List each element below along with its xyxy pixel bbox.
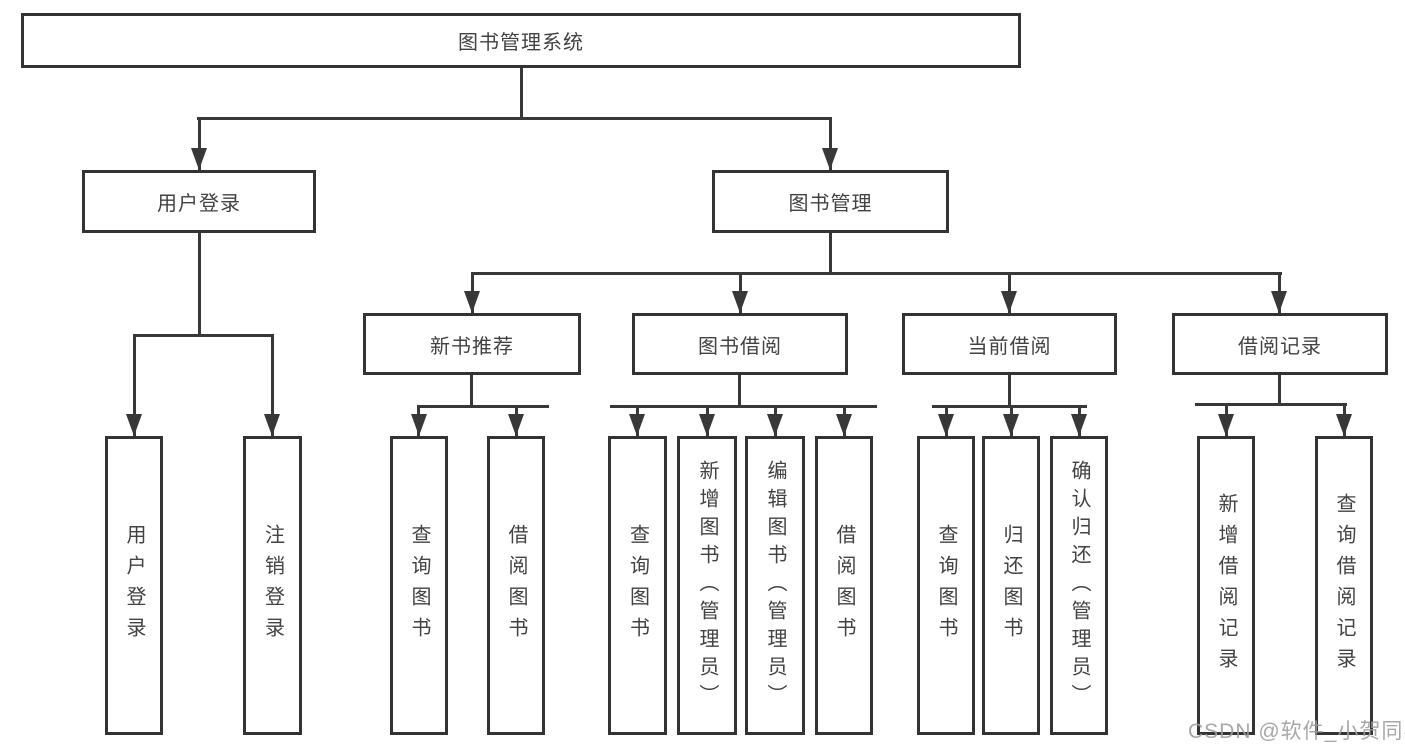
leaf-return-books: 归还图书: [982, 436, 1040, 735]
node-borrow-records: 借阅记录: [1172, 313, 1388, 375]
leaf-confirm-return-admin: 确认归还（管理员）: [1050, 436, 1108, 735]
node-current-borrow: 当前借阅: [902, 313, 1117, 375]
connector-line: [198, 117, 201, 170]
leaf-query-books-borrow: 查询图书: [608, 436, 667, 735]
leaf-user-login: 用户登录: [105, 436, 163, 735]
connector-line: [470, 375, 473, 408]
leaf-add-books-admin: 新增图书（管理员）: [677, 436, 737, 735]
connector-line: [829, 117, 832, 170]
connector-line: [471, 272, 1282, 275]
arrowhead-down-icon: [629, 414, 645, 436]
arrowhead-down-icon: [1271, 291, 1287, 313]
leaf-query-borrow-record: 查询借阅记录: [1315, 436, 1373, 735]
arrowhead-down-icon: [1218, 414, 1234, 436]
arrowhead-down-icon: [126, 414, 142, 436]
connector-line: [417, 405, 549, 408]
node-book-borrow: 图书借阅: [632, 313, 848, 375]
leaf-query-books-current: 查询图书: [917, 436, 975, 735]
arrowhead-down-icon: [1071, 414, 1087, 436]
arrowhead-down-icon: [822, 148, 838, 170]
connector-line: [610, 405, 877, 408]
connector-line: [932, 405, 1087, 408]
connector-line: [738, 375, 741, 408]
node-library-system: 图书管理系统: [21, 13, 1021, 68]
leaf-add-borrow-record: 新增借阅记录: [1197, 436, 1255, 735]
connector-line: [197, 117, 832, 120]
connector-line: [1278, 375, 1281, 406]
leaf-query-books-recommend: 查询图书: [390, 436, 448, 735]
arrowhead-down-icon: [1003, 414, 1019, 436]
connector-line: [133, 334, 274, 337]
arrowhead-down-icon: [264, 414, 280, 436]
connector-line: [133, 334, 136, 436]
connector-line: [198, 233, 201, 337]
arrowhead-down-icon: [767, 414, 783, 436]
leaf-borrow-books: 借阅图书: [815, 436, 873, 735]
arrowhead-down-icon: [1001, 291, 1017, 313]
leaf-edit-books-admin: 编辑图书（管理员）: [745, 436, 805, 735]
arrowhead-down-icon: [411, 414, 427, 436]
leaf-borrow-books-recommend: 借阅图书: [487, 436, 545, 735]
leaf-logout: 注销登录: [243, 436, 302, 735]
arrowhead-down-icon: [464, 291, 480, 313]
node-new-book-recommend: 新书推荐: [363, 313, 581, 375]
arrowhead-down-icon: [699, 414, 715, 436]
arrowhead-down-icon: [732, 291, 748, 313]
arrowhead-down-icon: [191, 148, 207, 170]
arrowhead-down-icon: [938, 414, 954, 436]
arrowhead-down-icon: [508, 414, 524, 436]
csdn-watermark: CSDN @软件_小贺同学: [1188, 720, 1405, 743]
connector-line: [520, 68, 523, 119]
connector-line: [829, 233, 832, 275]
node-book-management: 图书管理: [712, 170, 949, 233]
arrowhead-down-icon: [1336, 414, 1352, 436]
connector-line: [1195, 403, 1347, 406]
arrowhead-down-icon: [836, 414, 852, 436]
connector-line: [1008, 375, 1011, 408]
node-user-login: 用户登录: [82, 170, 316, 233]
connector-line: [271, 334, 274, 436]
